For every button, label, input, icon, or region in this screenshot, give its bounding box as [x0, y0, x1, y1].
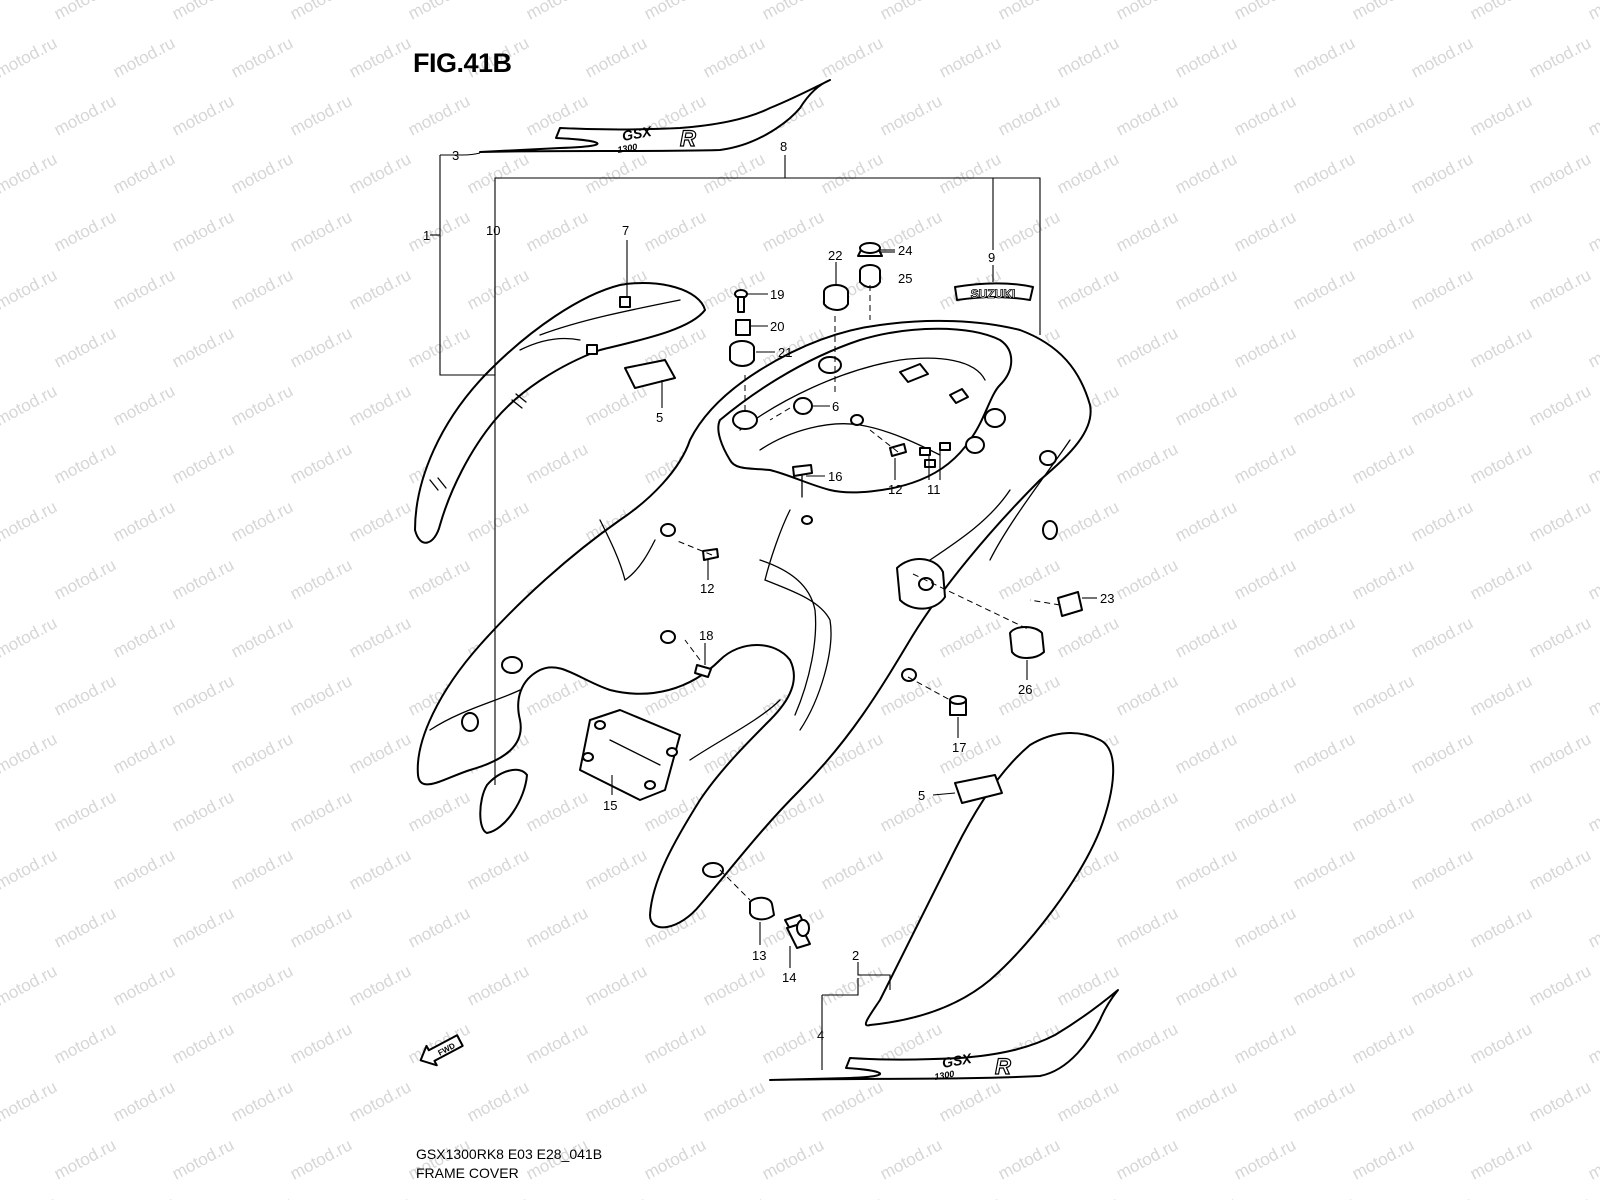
left-cover-tab — [586, 344, 598, 355]
upper-decal-badge-line1: GSX — [621, 123, 655, 144]
assembly-lines — [674, 285, 1061, 901]
figure-title: FIG.41B — [413, 48, 512, 78]
callout-17: 17 — [952, 740, 966, 755]
right-lower-cover — [864, 732, 1115, 1027]
callout-23: 23 — [1100, 591, 1114, 606]
callout-6: 6 — [832, 399, 839, 414]
callout-21: 21 — [778, 345, 792, 360]
inner-cover-10 — [479, 768, 528, 834]
callout-16: 16 — [828, 469, 842, 484]
lower-decal: GSX 1300 R — [769, 989, 1119, 1082]
callouts: 1 2 3 4 5 5 6 7 8 9 10 11 12 12 13 14 15… — [423, 139, 1114, 1043]
upper-decal-badge-line2: 1300 — [617, 142, 638, 155]
callout-8: 8 — [780, 139, 787, 154]
callout-1: 1 — [423, 228, 430, 243]
callout-3: 3 — [452, 148, 459, 163]
suzuki-emblem-text: SUZUKI — [971, 287, 1016, 301]
callout-11: 11 — [927, 482, 941, 497]
callout-12a: 12 — [888, 482, 902, 497]
callout-2: 2 — [852, 948, 859, 963]
callout-14: 14 — [782, 970, 796, 985]
upper-decal: GSX 1300 R — [479, 79, 831, 155]
callout-15: 15 — [603, 798, 617, 813]
forward-direction-arrow: FWD — [419, 1034, 464, 1067]
left-side-cover — [414, 282, 706, 544]
figure-name: FRAME COVER — [416, 1165, 519, 1181]
seat-tail-cowl — [416, 319, 1092, 929]
callout-9: 9 — [988, 250, 995, 265]
left-cover-clip — [619, 296, 631, 308]
cushion-pad-5b — [954, 774, 1003, 804]
small-parts — [624, 242, 1083, 949]
callout-19: 19 — [770, 287, 784, 302]
callout-24: 24 — [898, 243, 912, 258]
callout-5b: 5 — [918, 788, 925, 803]
lower-decal-badge-line1: GSX — [941, 1050, 975, 1071]
callout-12b: 12 — [700, 581, 714, 596]
callout-22: 22 — [828, 248, 842, 263]
seat-lock-bracket — [579, 709, 681, 801]
callout-18: 18 — [699, 628, 713, 643]
upper-decal-badge-letter: R — [680, 126, 696, 151]
figure-model-code: GSX1300RK8 E03 E28_041B — [416, 1146, 603, 1162]
callout-25: 25 — [898, 271, 912, 286]
leader-lines — [430, 152, 1097, 1070]
callout-20: 20 — [770, 319, 784, 334]
cushion-pad-5a — [624, 359, 676, 389]
callout-4: 4 — [817, 1028, 824, 1043]
callout-26: 26 — [1018, 682, 1032, 697]
lower-decal-badge-letter: R — [995, 1054, 1011, 1079]
callout-7: 7 — [622, 223, 629, 238]
lower-decal-badge-line2: 1300 — [934, 1069, 955, 1082]
suzuki-emblem: SUZUKI — [954, 282, 1034, 301]
callout-13: 13 — [752, 948, 766, 963]
callout-5a: 5 — [656, 410, 663, 425]
callout-10: 10 — [486, 223, 500, 238]
